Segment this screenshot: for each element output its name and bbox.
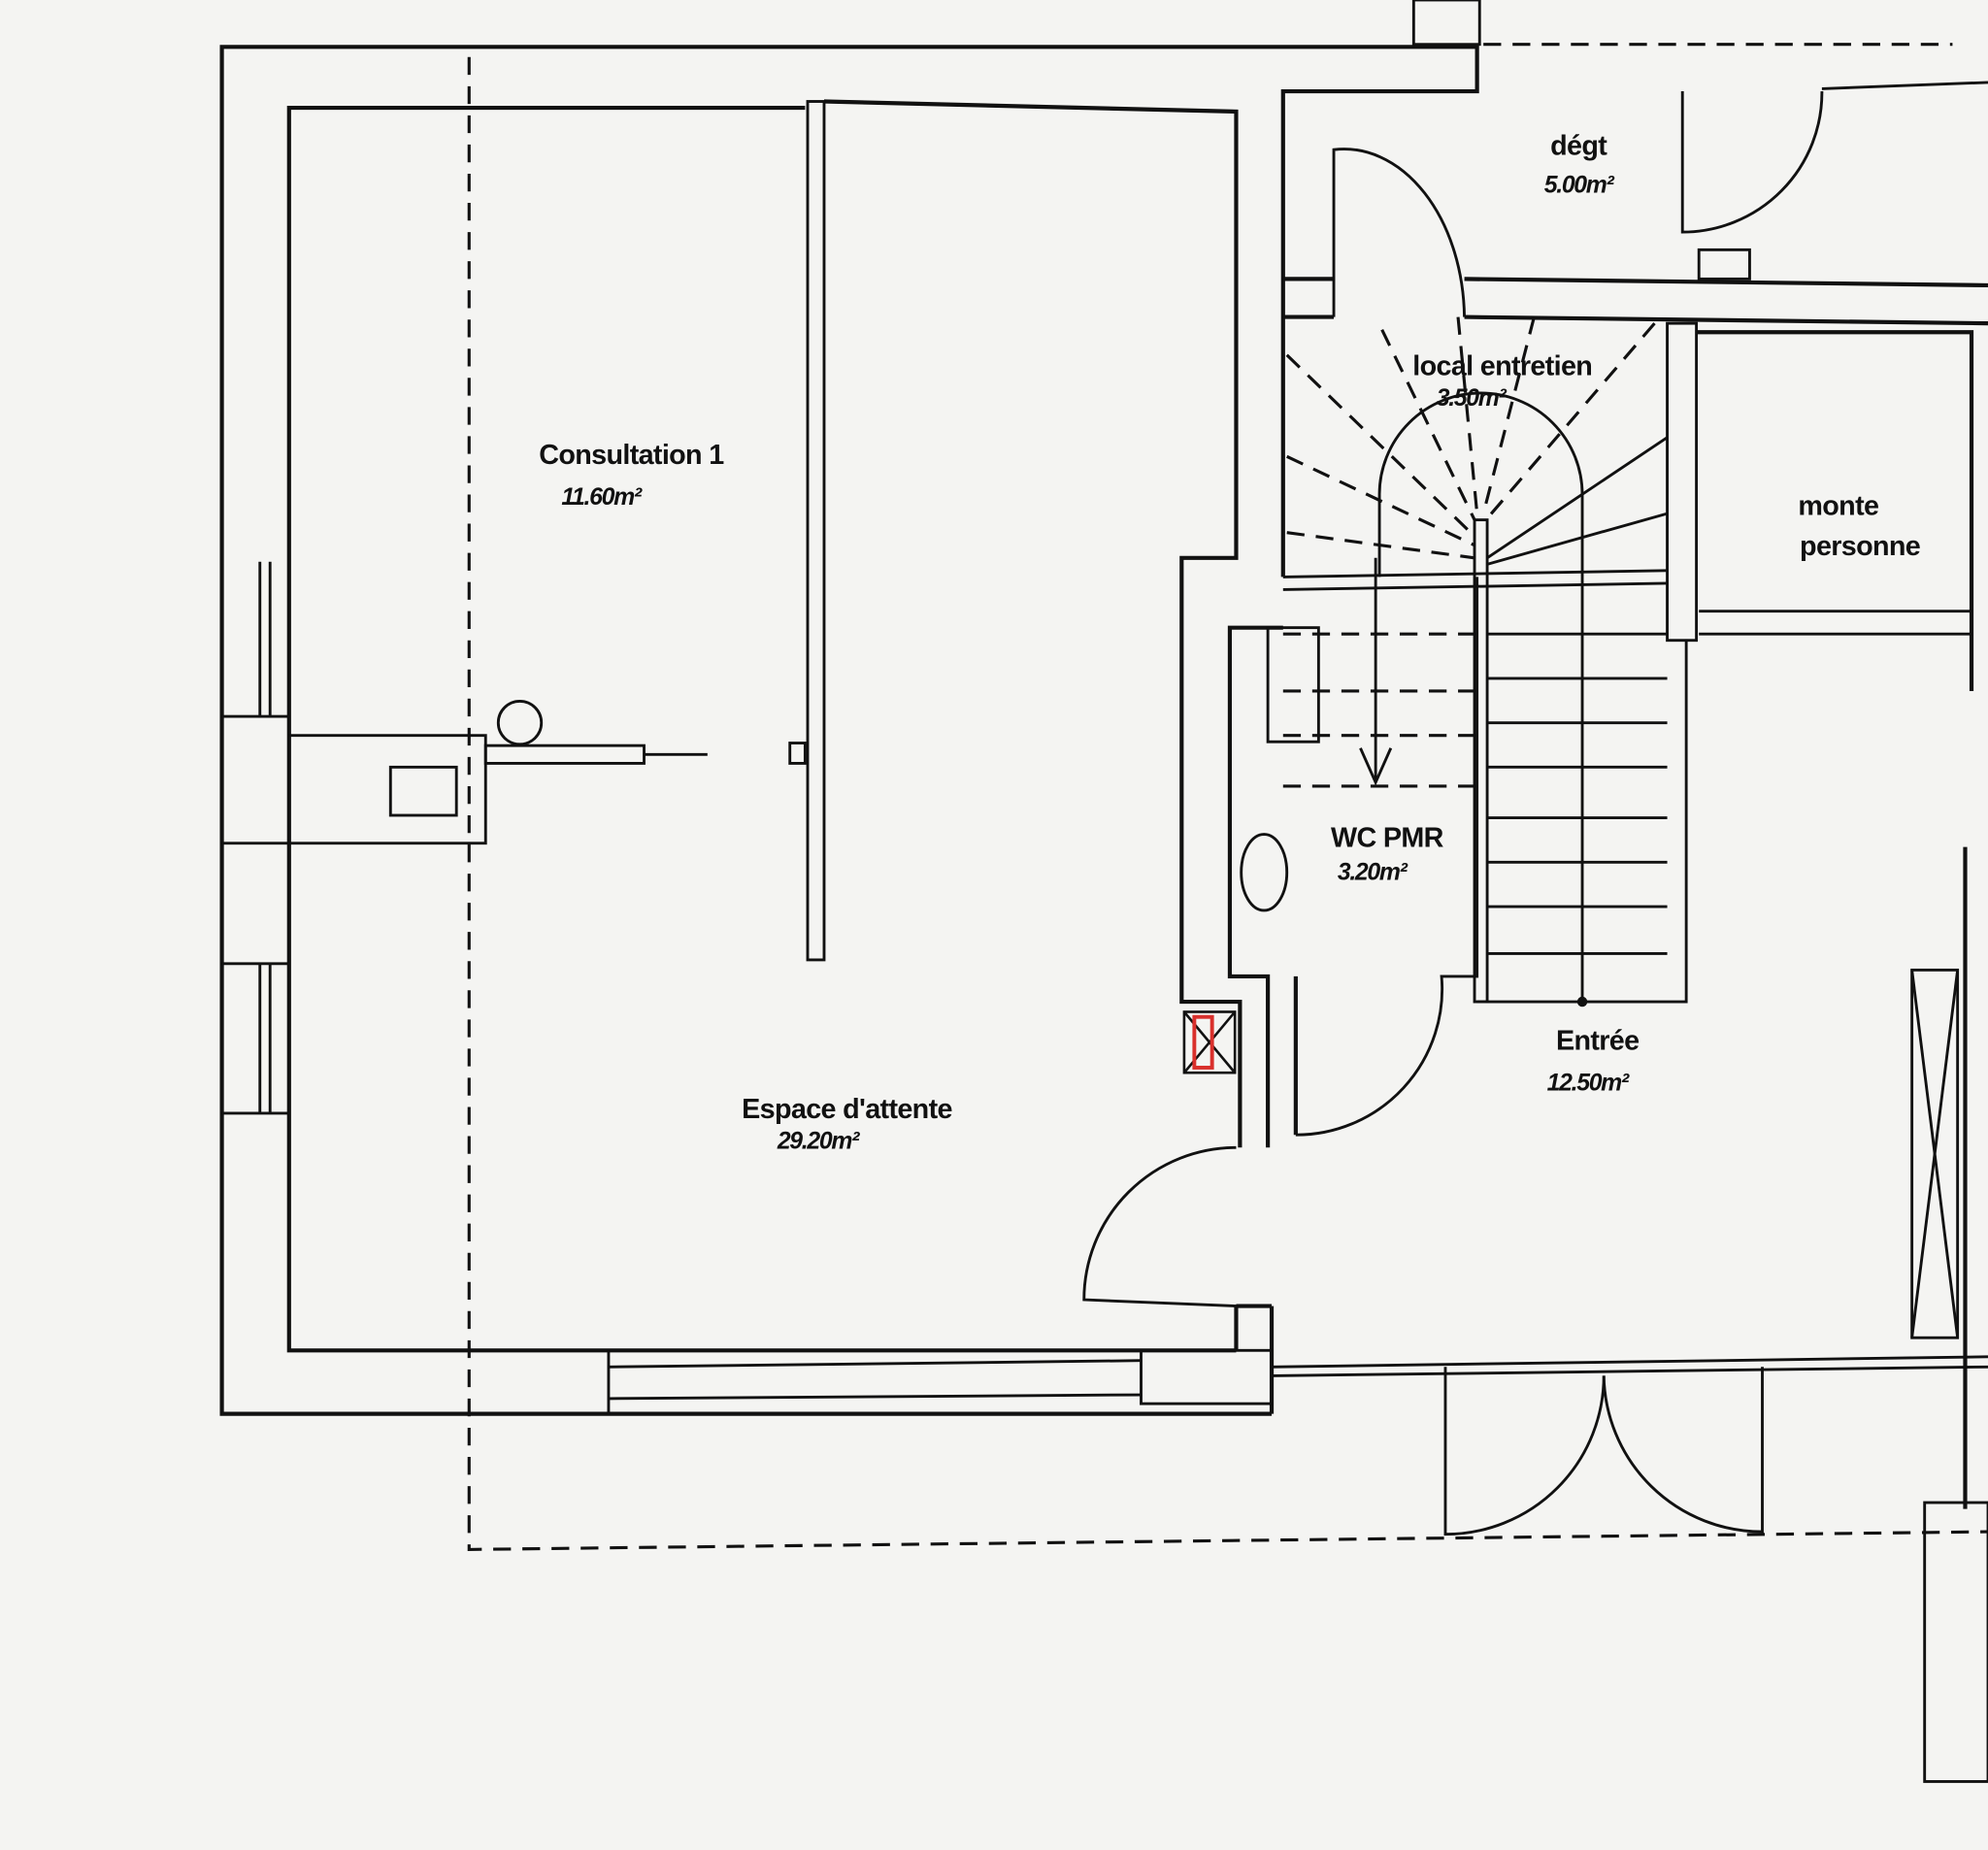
room-area-espace-attente: 29.20m² bbox=[777, 1129, 860, 1155]
wc-walls bbox=[1227, 577, 1479, 1148]
room-area-entree: 12.50m² bbox=[1547, 1070, 1630, 1096]
service-walls bbox=[1282, 81, 1988, 326]
room-name-wc-pmr: WC PMR bbox=[1331, 823, 1444, 854]
room-name-entree: Entrée bbox=[1556, 1026, 1639, 1057]
stair-arrow bbox=[1359, 557, 1588, 1008]
dashed-outline bbox=[467, 43, 1988, 1551]
desk-furniture bbox=[287, 699, 708, 845]
room-area-consultation-1: 11.60m² bbox=[561, 484, 642, 511]
right-structures bbox=[1411, 0, 1988, 1783]
lift-shaft bbox=[1666, 321, 1974, 691]
front-double-door bbox=[1272, 1355, 1988, 1536]
room-name-local-entretien: local entretien bbox=[1412, 351, 1592, 382]
room-name-monte-personne-line2: personne bbox=[1800, 531, 1920, 562]
room-area-local-entretien: 3.50m² bbox=[1437, 385, 1508, 412]
room-labels: Consultation 1 11.60m² Espace d'attente … bbox=[539, 130, 1920, 1154]
room-name-espace-attente: Espace d'attente bbox=[742, 1094, 952, 1125]
consultation-partition bbox=[788, 100, 826, 962]
room-area-wc-pmr: 3.20m² bbox=[1338, 860, 1408, 886]
bottom-window bbox=[607, 1348, 1274, 1414]
entry-door bbox=[1082, 1145, 1237, 1308]
exterior-walls bbox=[219, 45, 1479, 1416]
room-name-monte-personne-line1: monte bbox=[1798, 490, 1878, 521]
room-name-degt: dégt bbox=[1550, 130, 1607, 161]
stair-treads bbox=[1486, 436, 1669, 955]
staircase bbox=[1282, 316, 1688, 1008]
room-name-consultation-1: Consultation 1 bbox=[539, 440, 724, 471]
stair-dashed-treads bbox=[1282, 316, 1656, 788]
room-area-degt: 5.00m² bbox=[1544, 173, 1615, 199]
left-windows bbox=[220, 561, 291, 1115]
fire-extinguisher-icon bbox=[1182, 1010, 1237, 1074]
